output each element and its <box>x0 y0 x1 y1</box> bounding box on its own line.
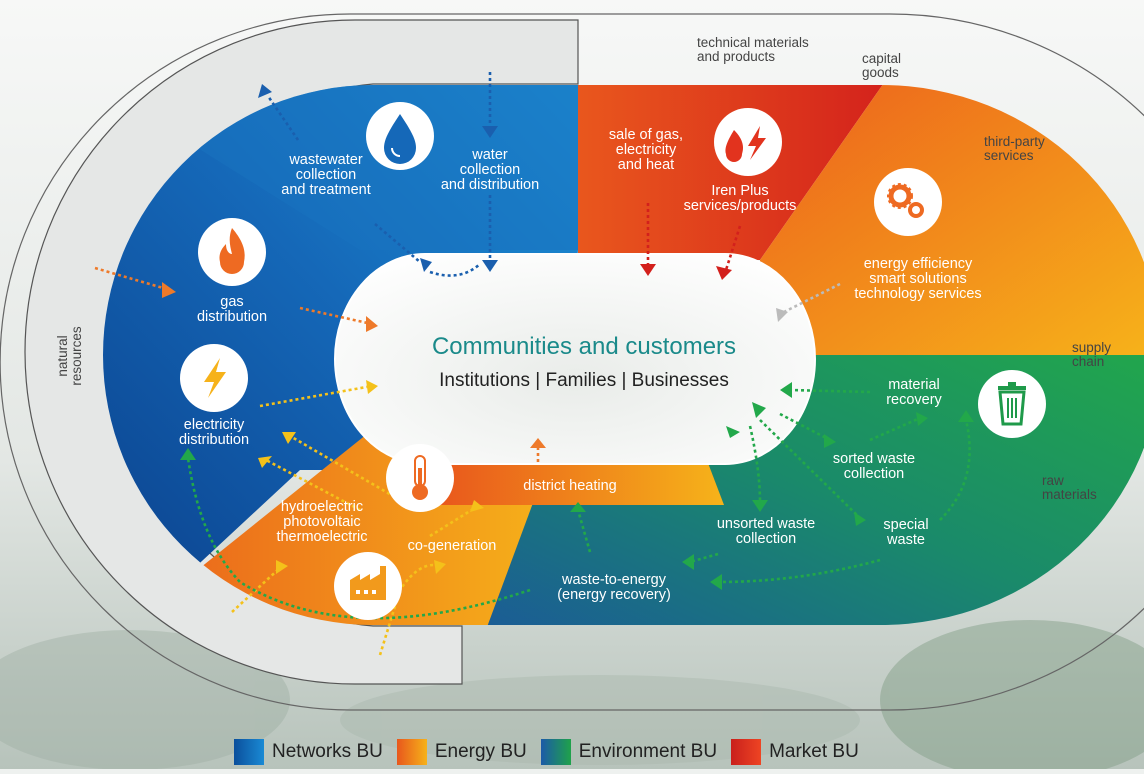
hydroelectric-label: hydroelectric photovoltaic thermoelectri… <box>276 499 368 545</box>
legend-item-environment: Environment BU <box>540 739 718 765</box>
legend-label-energy: Energy BU <box>434 741 527 762</box>
iren-plus-label: Iren Plus services/products <box>683 183 797 214</box>
arrow-efficiency-customers <box>779 282 841 316</box>
legend-item-networks: Networks BU <box>234 739 383 765</box>
gears-icon <box>874 168 942 236</box>
arrow-iren-customers <box>724 225 742 271</box>
wastewater-label: wastewater collection and treatment <box>281 152 371 198</box>
arrowheads <box>162 84 974 590</box>
natural-resources-label: natural resources <box>55 326 84 386</box>
technical-materials-label: technical materials and products <box>697 35 809 64</box>
arrow-special <box>759 419 861 519</box>
district-heating-band <box>420 463 724 505</box>
outer-outline <box>0 13 1144 711</box>
legend: Networks BU Energy BU Environment BU Mar… <box>234 738 859 766</box>
water-label: water collection and distribution <box>440 147 540 193</box>
arrow-energy-heating <box>576 509 592 553</box>
special-waste-label: special waste <box>883 517 929 548</box>
arrow-recovery-customers <box>789 388 871 394</box>
legend-swatch-energy <box>396 739 427 765</box>
water-drop-icon <box>366 102 434 170</box>
flow-arrows <box>94 72 971 656</box>
factory-icon <box>334 552 402 620</box>
flame-lightning-icon <box>714 108 782 176</box>
material-recovery-label: material recovery <box>886 377 942 408</box>
cogeneration-label: co-generation <box>407 538 497 554</box>
district-heating-label: district heating <box>523 478 617 494</box>
arrow-wastewater-in <box>374 223 421 263</box>
lightning-icon <box>180 344 248 412</box>
gas-distribution-label: gas distribution <box>196 294 268 325</box>
center-subtitle: Institutions | Families | Businesses <box>439 370 729 391</box>
legend-label-market: Market BU <box>769 741 859 762</box>
arrow-gas-in <box>94 266 171 292</box>
arrow-unsorted <box>748 425 762 503</box>
supply-chain-label: supply chain <box>1072 340 1112 369</box>
arrow-gas-customers <box>299 306 373 326</box>
legend-swatch-market <box>731 739 762 765</box>
thermometer-icon <box>386 444 454 512</box>
third-party-label: third-party services <box>984 134 1045 163</box>
sorted-waste-label: sorted waste collection <box>832 451 916 482</box>
legend-swatch-networks <box>234 739 264 765</box>
arrow-water-loop <box>429 263 481 277</box>
sale-label: sale of gas, electricity and heat <box>608 127 684 173</box>
arrow-waste-electricity <box>186 457 531 620</box>
raw-materials-label: raw materials <box>1042 473 1097 502</box>
legend-item-energy: Energy BU <box>396 739 527 765</box>
legend-label-environment: Environment BU <box>578 741 718 762</box>
arrow-special-energy <box>717 558 881 584</box>
arrow-unsorted-energy <box>689 552 719 564</box>
gas-flame-icon <box>198 218 266 286</box>
capital-goods-label: capital goods <box>862 51 902 80</box>
trash-bin-icon <box>978 370 1046 438</box>
legend-label-networks: Networks BU <box>272 741 383 762</box>
energy-efficiency-label: energy efficiency smart solutions techno… <box>854 256 982 302</box>
center-title: Communities and customers <box>431 333 737 360</box>
arrow-electricity-customers <box>259 384 373 408</box>
electricity-distribution-label: electricity distribution <box>178 417 250 448</box>
center-pill <box>334 253 816 465</box>
waste-to-energy-label: waste-to-energy (energy recovery) <box>557 572 671 603</box>
unsorted-waste-label: unsorted waste collection <box>716 516 816 547</box>
arrow-wastewater-out <box>266 95 300 141</box>
legend-item-market: Market BU <box>731 739 859 765</box>
arrow-hydro-in <box>231 565 283 613</box>
legend-swatch-environment <box>540 739 571 765</box>
